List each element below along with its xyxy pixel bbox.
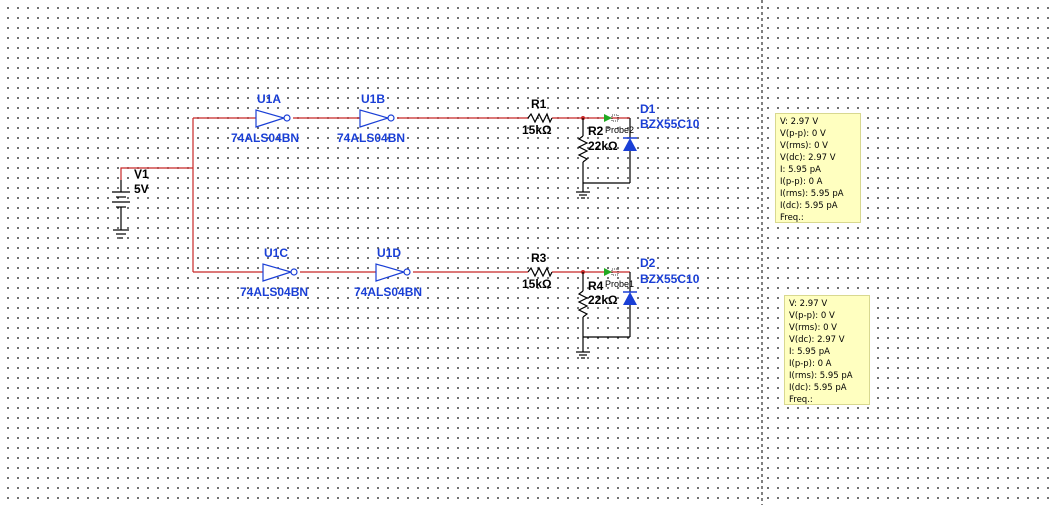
v1-value-label: 5V — [134, 182, 149, 196]
r3-value-label: 15kΩ — [522, 277, 552, 291]
probe1-reading: I: 5.95 pA — [789, 347, 830, 357]
inverter-u1d[interactable] — [375, 263, 411, 282]
u1a-ref-label: U1A — [257, 92, 281, 106]
probe2-reading: I: 5.95 pA — [780, 165, 821, 175]
r4-value-label: 22kΩ — [588, 293, 618, 307]
probe1-reading: V: 2.97 V — [789, 299, 828, 309]
probe1-label: Probe1 — [605, 279, 634, 289]
ground-r4 — [576, 351, 590, 359]
resistor-r1[interactable] — [527, 112, 553, 124]
probe2-reading: V: 2.97 V — [780, 117, 819, 127]
probe1-readout[interactable]: V: 2.97 V V(p-p): 0 V V(rms): 0 V V(dc):… — [784, 295, 870, 405]
probe2-reading: I(rms): 5.95 pA — [780, 189, 844, 199]
wire-net[interactable] — [120, 117, 630, 273]
d2-model-label: BZX55C10 — [640, 272, 700, 286]
r2-ref-label: R2 — [588, 124, 604, 138]
u1d-model-label: 74ALS04BN — [354, 285, 422, 299]
probe1-reading: V(p-p): 0 V — [789, 311, 835, 321]
r1-value-label: 15kΩ — [522, 123, 552, 137]
probe2-label: Probe2 — [605, 125, 634, 135]
resistor-r4[interactable] — [577, 272, 589, 352]
probe2-reading: I(p-p): 0 A — [780, 177, 823, 187]
probe2-readout[interactable]: V: 2.97 V V(p-p): 0 V V(rms): 0 V V(dc):… — [775, 113, 861, 223]
probe1-reading: I(p-p): 0 A — [789, 359, 832, 369]
probe2-reading: I(dc): 5.95 pA — [780, 201, 838, 211]
diode-d2[interactable] — [583, 272, 637, 338]
probe2-reading: V(dc): 2.97 V — [780, 153, 836, 163]
inverter-u1b[interactable] — [359, 109, 395, 128]
probe1-marker[interactable] — [604, 268, 619, 276]
inverter-u1c[interactable] — [262, 263, 298, 282]
d1-model-label: BZX55C10 — [640, 117, 700, 131]
probe2-reading: Freq.: — [780, 213, 804, 223]
r4-ref-label: R4 — [588, 279, 604, 293]
probe1-reading: V(rms): 0 V — [789, 323, 837, 333]
u1c-model-label: 74ALS04BN — [240, 285, 308, 299]
resistor-r3[interactable] — [527, 266, 553, 278]
resistor-r2[interactable] — [577, 118, 589, 192]
inverter-u1a[interactable] — [255, 109, 291, 128]
v1-ref-label: V1 — [134, 167, 149, 181]
ground-r2 — [576, 191, 590, 199]
d2-ref-label: D2 — [640, 256, 656, 270]
r1-ref-label: R1 — [531, 97, 547, 111]
probe2-reading: V(p-p): 0 V — [780, 129, 826, 139]
r2-value-label: 22kΩ — [588, 139, 618, 153]
u1a-model-label: 74ALS04BN — [231, 131, 299, 145]
probe1-reading: I(rms): 5.95 pA — [789, 371, 853, 381]
probe1-reading: I(dc): 5.95 pA — [789, 383, 847, 393]
probe1-reading: V(dc): 2.97 V — [789, 335, 845, 345]
u1b-ref-label: U1B — [361, 92, 385, 106]
probe2-reading: V(rms): 0 V — [780, 141, 828, 151]
probe2-marker[interactable] — [604, 114, 619, 122]
r3-ref-label: R3 — [531, 251, 547, 265]
u1c-ref-label: U1C — [264, 246, 288, 260]
d1-ref-label: D1 — [640, 102, 656, 116]
u1d-ref-label: U1D — [377, 246, 401, 260]
probe1-reading: Freq.: — [789, 395, 813, 405]
u1b-model-label: 74ALS04BN — [337, 131, 405, 145]
diode-d1[interactable] — [583, 118, 637, 184]
battery-v1[interactable] — [112, 180, 130, 239]
